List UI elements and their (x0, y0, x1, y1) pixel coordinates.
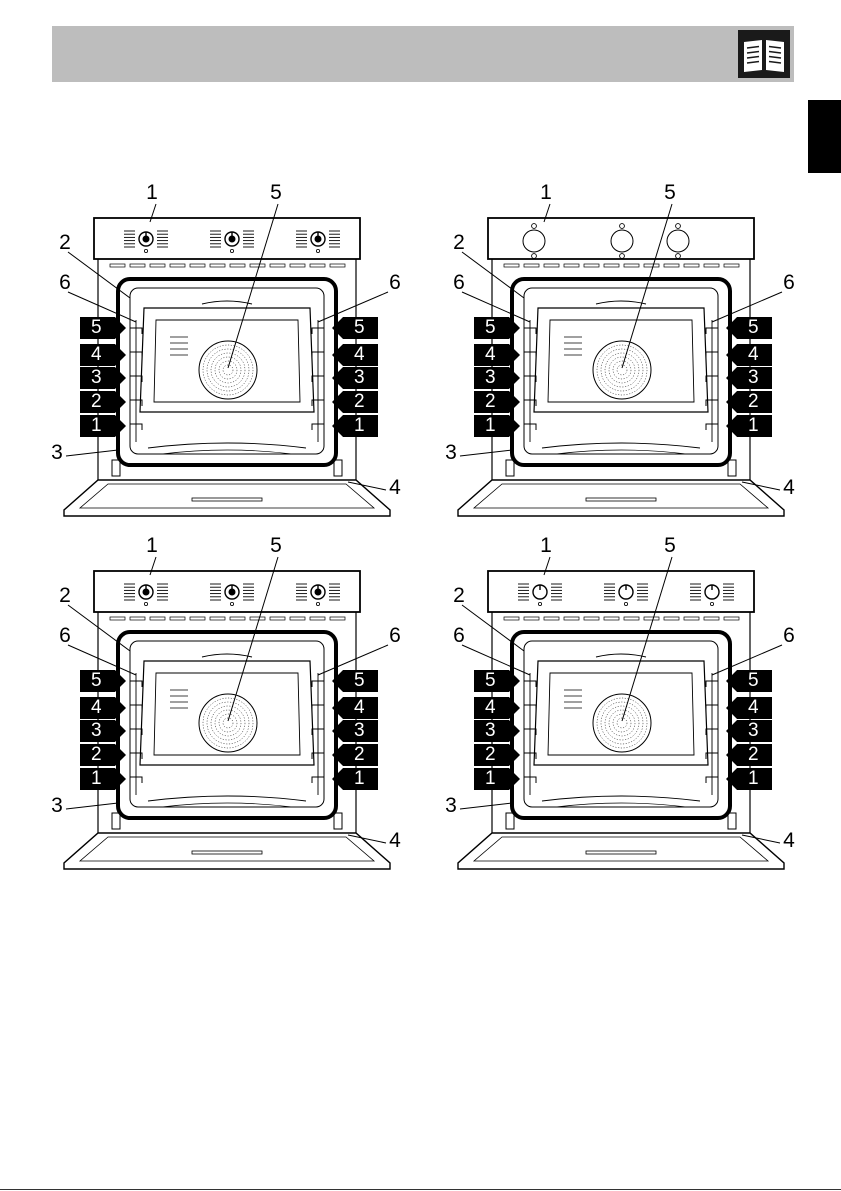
callout-3: 3 (47, 442, 67, 464)
callout-3: 3 (441, 795, 461, 817)
callout-4: 4 (779, 477, 799, 499)
callout-3: 3 (47, 795, 67, 817)
callout-5: 5 (660, 535, 680, 557)
callout-6-right: 6 (385, 272, 405, 294)
callout-6-right: 6 (385, 625, 405, 647)
callout-2: 2 (449, 585, 469, 607)
callout-5: 5 (660, 182, 680, 204)
callout-6-right: 6 (779, 272, 799, 294)
oven-figure-4: 1 5 2 6 6 3 4 5 4 3 2 1 5 4 3 2 1 (446, 533, 796, 873)
oven-figure-3: 1 5 2 6 6 3 4 5 4 3 2 1 5 4 3 2 1 (52, 533, 402, 873)
callout-2: 2 (449, 232, 469, 254)
oven-figure-1: 1 5 2 6 6 3 4 5 4 3 2 1 5 4 3 2 1 (52, 180, 402, 520)
page-bottom-rule (0, 1189, 841, 1190)
open-book-icon (738, 30, 790, 78)
callout-1: 1 (536, 182, 556, 204)
header-bar (52, 26, 794, 82)
callout-5: 5 (266, 535, 286, 557)
callout-2: 2 (55, 232, 75, 254)
language-tab (808, 100, 841, 173)
callout-6-right: 6 (779, 625, 799, 647)
callout-6-left: 6 (55, 272, 75, 294)
callout-2: 2 (55, 585, 75, 607)
callout-4: 4 (385, 830, 405, 852)
callout-4: 4 (779, 830, 799, 852)
callout-1: 1 (142, 182, 162, 204)
callout-4: 4 (385, 477, 405, 499)
callout-6-left: 6 (55, 625, 75, 647)
oven-figure-2: 1 5 2 6 6 3 4 5 4 3 2 1 5 4 3 2 1 (446, 180, 796, 520)
callout-1: 1 (142, 535, 162, 557)
callout-6-left: 6 (449, 272, 469, 294)
callout-3: 3 (441, 442, 461, 464)
callout-5: 5 (266, 182, 286, 204)
callout-6-left: 6 (449, 625, 469, 647)
callout-1: 1 (536, 535, 556, 557)
